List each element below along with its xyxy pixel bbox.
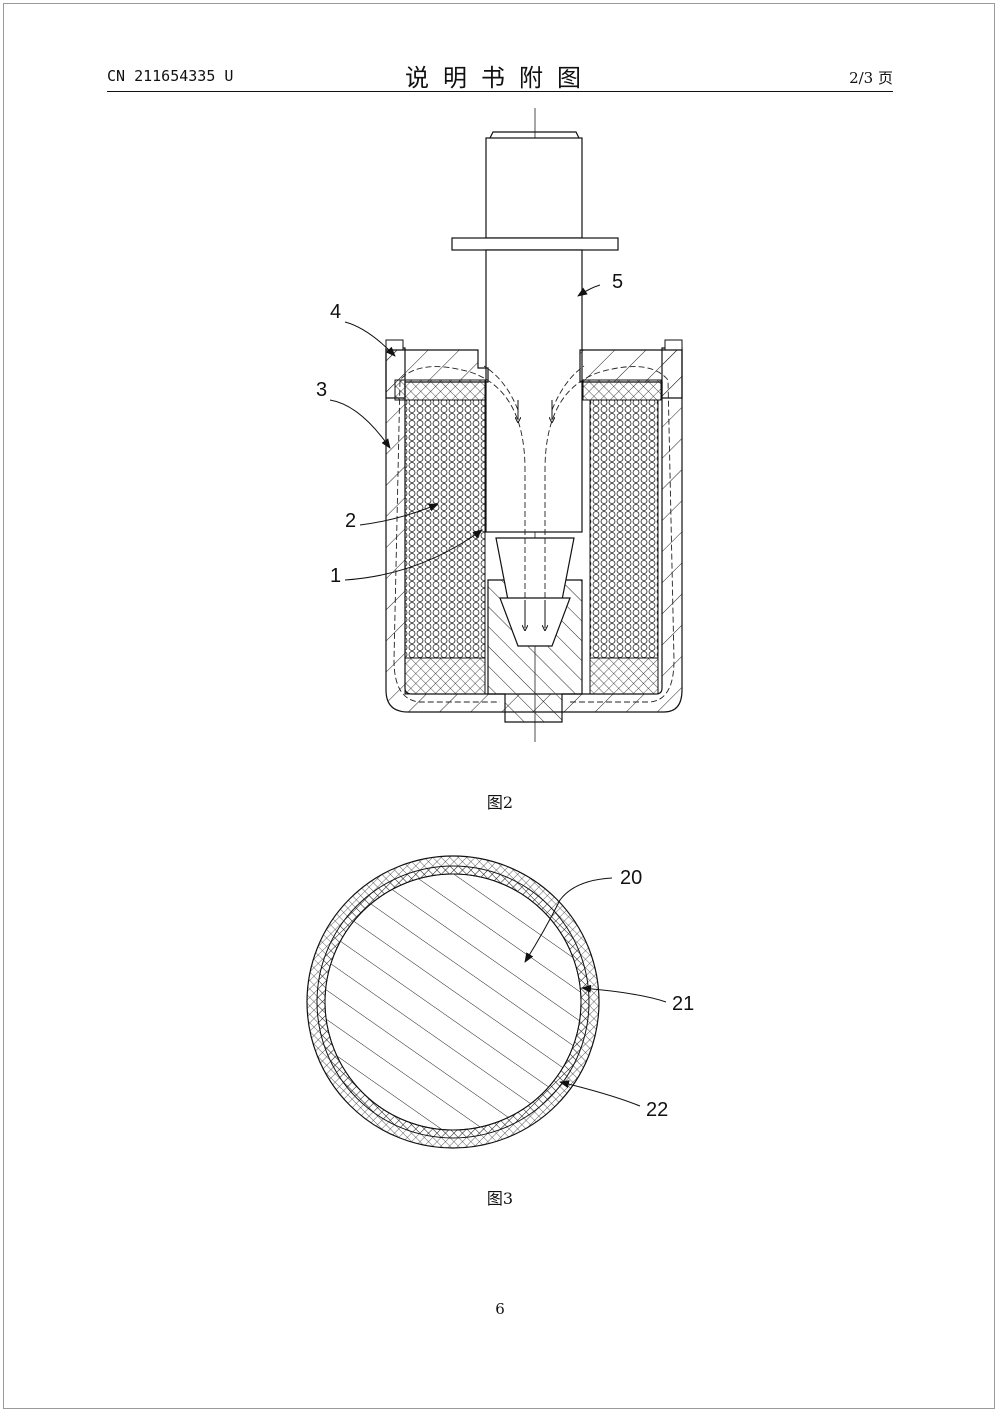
label-2: 2 [345, 510, 356, 532]
page-number: 6 [495, 1300, 505, 1318]
page-of: 2/3 页 [849, 69, 893, 87]
coil-right [589, 399, 659, 659]
leader-4 [344, 321, 396, 357]
top-plate-right [579, 349, 683, 399]
conical-armature [495, 537, 575, 601]
leader-1 [344, 529, 483, 581]
leader-21 [581, 984, 667, 1003]
label-4: 4 [330, 301, 341, 323]
section-title: 说明书附图 [405, 64, 595, 92]
leader-2 [359, 503, 439, 526]
coil-left [404, 399, 486, 659]
leader-20 [524, 877, 613, 963]
leader-5 [577, 284, 601, 297]
leader-3 [329, 399, 391, 449]
plunger [485, 249, 583, 533]
flux-lines [393, 365, 675, 703]
flange [451, 237, 619, 251]
figure-2-solenoid: 5 4 3 2 1 [316, 108, 683, 742]
bobbin-cap-bottom-right [589, 657, 659, 695]
header-rule [107, 91, 893, 92]
page-border [3, 3, 995, 1409]
figure-3-cross-section: 20 21 22 [306, 855, 694, 1149]
label-5: 5 [612, 271, 623, 293]
core-20 [324, 873, 582, 1131]
label-20: 20 [620, 867, 642, 889]
label-3: 3 [316, 379, 327, 401]
publication-number: CN 211654335 U [107, 67, 234, 85]
label-1: 1 [330, 565, 341, 587]
label-22: 22 [646, 1099, 668, 1121]
label-21: 21 [672, 993, 694, 1015]
bobbin-cap-top-right [582, 379, 662, 401]
bobbin-cap-bottom-left [404, 657, 486, 695]
figure-2-caption: 图2 [486, 793, 514, 812]
leader-22 [559, 1080, 641, 1107]
shaft-top [485, 137, 583, 239]
figure-3-caption: 图3 [486, 1189, 514, 1208]
cone-seat [499, 597, 571, 647]
top-plate-left [385, 349, 489, 399]
bobbin-cap-top-left [394, 379, 486, 401]
